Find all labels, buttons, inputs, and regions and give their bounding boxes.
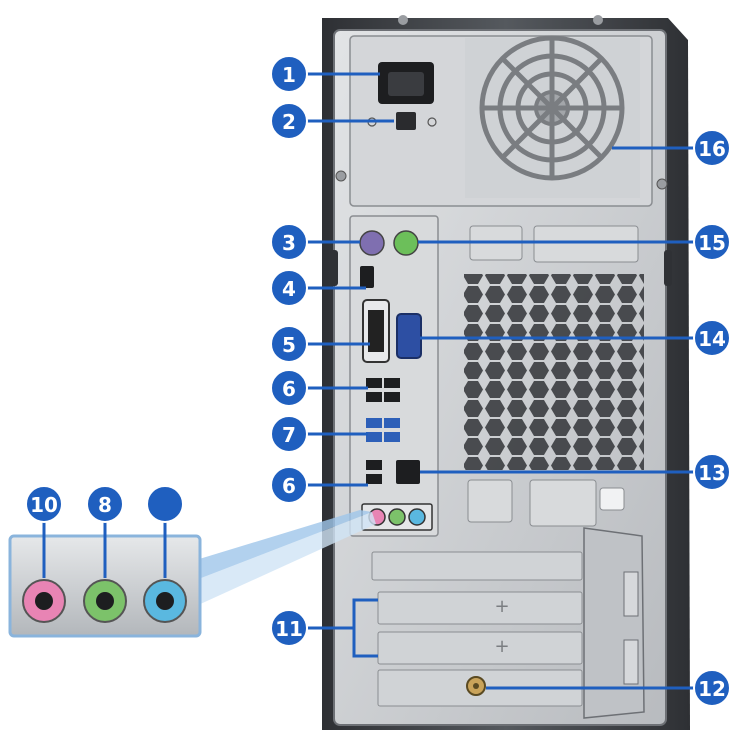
callout-16: 16 (693, 129, 731, 167)
callout-5: 5 (270, 325, 308, 363)
callout-number: 12 (698, 677, 726, 701)
callout-9 (146, 485, 184, 523)
callout-number: 8 (98, 493, 112, 517)
callout-number: 1 (282, 63, 296, 87)
callout-6b: 6 (270, 466, 308, 504)
callout-13: 13 (693, 453, 731, 491)
callout-number: 15 (698, 231, 726, 255)
callout-1: 1 (270, 55, 308, 93)
callout-11: 11 (270, 609, 308, 647)
callout-12: 12 (693, 669, 731, 707)
lan-port-icon (396, 460, 420, 484)
callout-8: 8 (86, 485, 124, 523)
expansion-slot-icon (377, 631, 583, 665)
hdmi-port-icon (360, 266, 374, 288)
callout-number: 6 (282, 377, 296, 401)
audio-zoom-panel (8, 510, 376, 638)
leader-lines (42, 72, 694, 690)
audio-jack-icon (388, 508, 406, 526)
audio-jack-icon (408, 508, 426, 526)
chassis-vent (464, 225, 644, 527)
io-shield (349, 215, 439, 537)
callout-4: 4 (270, 269, 308, 307)
callout-number: 14 (698, 327, 726, 351)
callout-2: 2 (270, 102, 308, 140)
usb2-port-icon (366, 378, 400, 402)
callout-14: 14 (693, 319, 731, 357)
callout-3: 3 (270, 223, 308, 261)
callout-number: 3 (282, 231, 296, 255)
usb2-port-icon (366, 460, 382, 484)
svg-text:+: + (494, 596, 509, 617)
callout-7: 7 (270, 415, 308, 453)
voltage-switch-icon (396, 112, 416, 130)
svg-text:+: + (494, 636, 509, 657)
callout-number: 5 (282, 333, 296, 357)
expansion-slot-icon (377, 591, 583, 625)
callout-number: 10 (30, 493, 58, 517)
callout-number: 11 (275, 617, 303, 641)
callout-number: 4 (282, 277, 296, 301)
callout-number: 16 (698, 137, 726, 161)
ps2-mouse-port-icon (393, 230, 419, 256)
usb3-port-icon (366, 418, 400, 442)
callout-number: 13 (698, 461, 726, 485)
expansion-slots: + + (371, 527, 645, 719)
callout-10: 10 (25, 485, 63, 523)
callout-6a: 6 (270, 369, 308, 407)
vga-port-icon (396, 313, 422, 359)
callout-number: 7 (282, 423, 296, 447)
callout-15: 15 (693, 223, 731, 261)
ps2-keyboard-port-icon (359, 230, 385, 256)
power-supply-unit (349, 35, 653, 207)
callout-number: 2 (282, 110, 296, 134)
callout-number: 6 (282, 474, 296, 498)
fan-grille-icon (465, 35, 640, 198)
